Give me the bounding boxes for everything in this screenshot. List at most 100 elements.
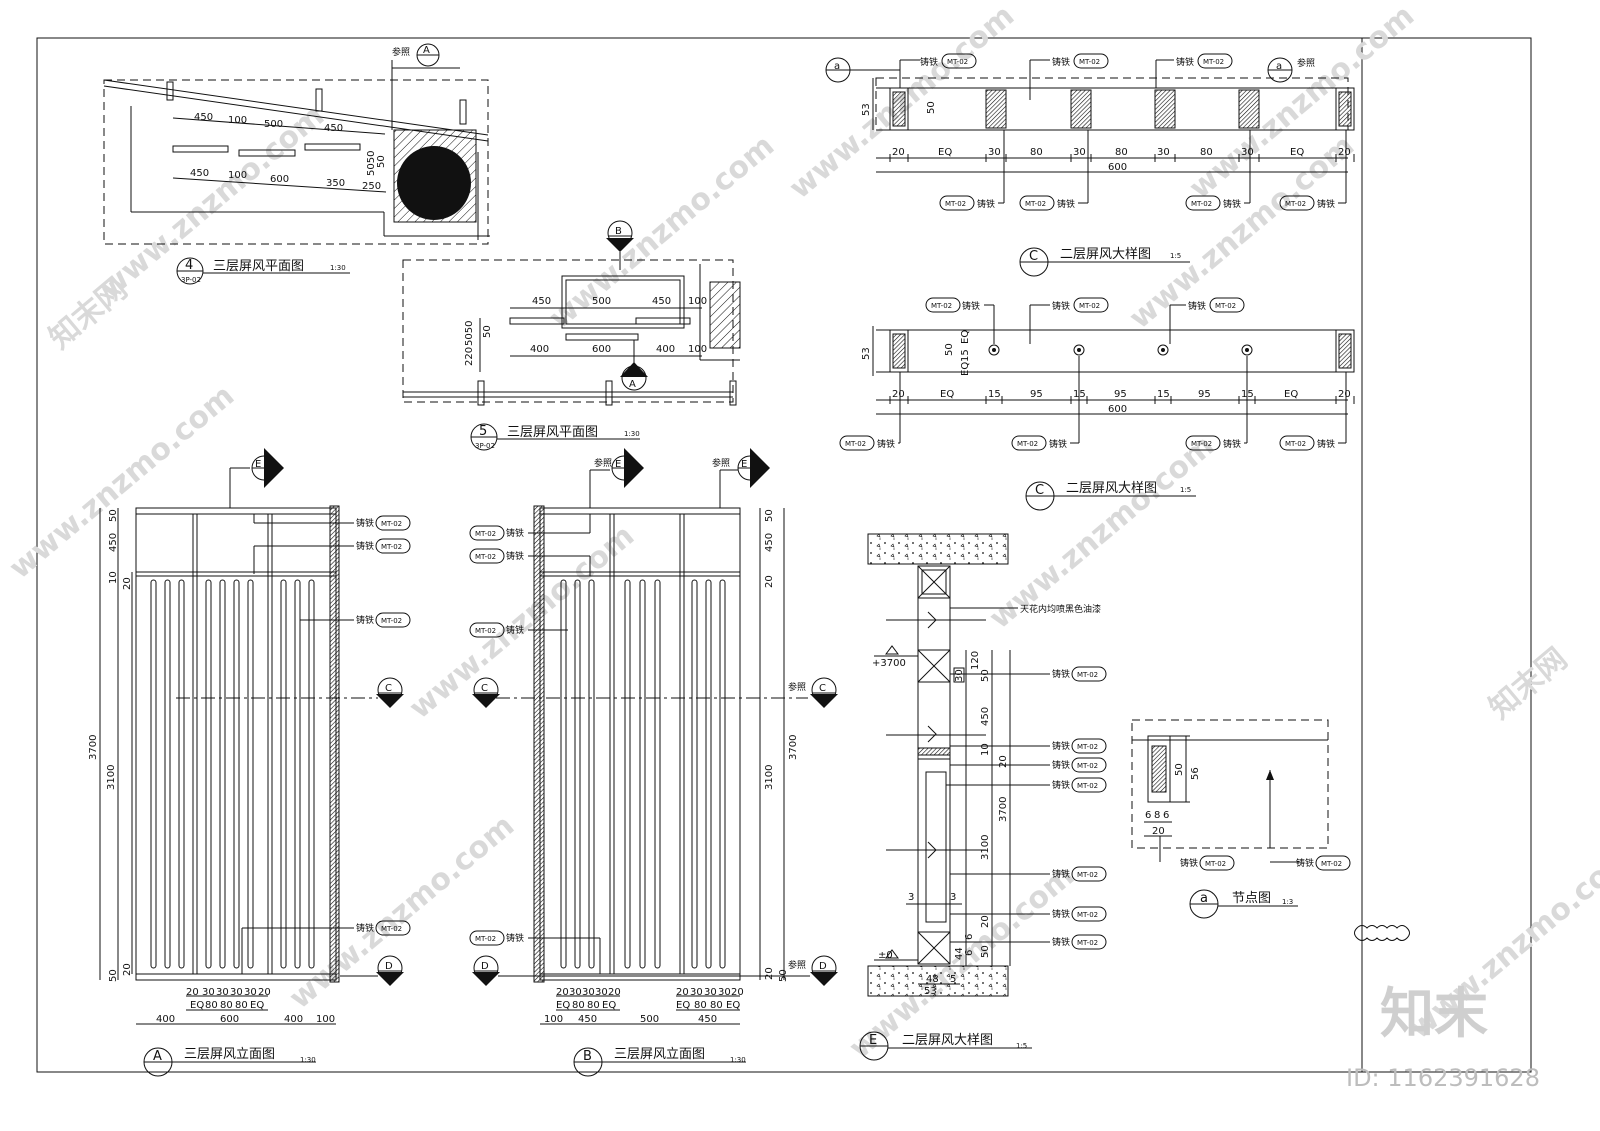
svg-text:30: 30 xyxy=(582,987,595,998)
svg-text:450: 450 xyxy=(194,112,213,123)
svg-text:E: E xyxy=(869,1033,877,1048)
svg-text:220: 220 xyxy=(464,347,475,366)
svg-text:A: A xyxy=(629,379,636,390)
svg-text:56: 56 xyxy=(1190,767,1201,780)
svg-text:MT-02: MT-02 xyxy=(1191,200,1212,208)
svg-text:1:30: 1:30 xyxy=(300,1056,316,1064)
svg-text:MT-02: MT-02 xyxy=(1077,939,1098,947)
svg-text:400: 400 xyxy=(530,344,549,355)
svg-text:100: 100 xyxy=(316,1014,335,1025)
svg-text:MT-02: MT-02 xyxy=(845,440,866,448)
svg-text:3700: 3700 xyxy=(998,797,1009,822)
svg-text:30: 30 xyxy=(230,987,243,998)
svg-text:95: 95 xyxy=(1198,389,1211,400)
svg-text:铸铁: 铸铁 xyxy=(1052,779,1070,791)
svg-text:20: 20 xyxy=(258,987,271,998)
svg-text:MT-02: MT-02 xyxy=(1079,58,1100,66)
svg-text:MT-02: MT-02 xyxy=(1025,200,1046,208)
elevation-b: 50 450 20 3700 3100 20 50 20 30 30 30 20… xyxy=(469,448,838,1077)
svg-text:20: 20 xyxy=(998,755,1009,768)
svg-text:50: 50 xyxy=(980,669,991,682)
svg-text:MT-02: MT-02 xyxy=(1285,200,1306,208)
svg-text:20: 20 xyxy=(731,987,744,998)
svg-text:1:30: 1:30 xyxy=(624,430,640,438)
svg-text:参照: 参照 xyxy=(788,681,806,693)
svg-text:E: E xyxy=(255,459,261,470)
svg-text:450: 450 xyxy=(578,1014,597,1025)
svg-text:知末网: 知末网 xyxy=(1483,641,1574,726)
svg-text:EQ: EQ xyxy=(556,1000,570,1011)
svg-text:MT-02: MT-02 xyxy=(381,543,402,551)
tags-c1-bottom: MT-02 铸铁 MT-02 铸铁 MT-02 铸铁 MT-02 铸铁 xyxy=(939,130,1347,211)
tags-c2-bottom: MT-02 铸铁 MT-02 铸铁 MT-02 铸铁 MT-02 铸铁 xyxy=(839,356,1347,451)
svg-text:20: 20 xyxy=(764,575,775,588)
svg-text:20: 20 xyxy=(556,987,569,998)
svg-text:铸铁: 铸铁 xyxy=(356,517,374,529)
svg-text:MT-02: MT-02 xyxy=(1077,671,1098,679)
svg-text:铸铁: 铸铁 xyxy=(962,300,980,312)
detail-c-top: 20 EQ 30 80 30 80 30 80 30 EQ 20 600 53 … xyxy=(825,53,1355,277)
svg-text:20: 20 xyxy=(1152,826,1165,837)
svg-text:100: 100 xyxy=(228,115,247,126)
svg-text:三层屏风平面图: 三层屏风平面图 xyxy=(507,425,598,440)
svg-text:50: 50 xyxy=(944,343,955,356)
svg-text:铸铁: 铸铁 xyxy=(1317,198,1335,210)
svg-text:E: E xyxy=(741,459,747,470)
svg-text:8: 8 xyxy=(1154,810,1160,821)
tags-c2-top: MT-02 铸铁 铸铁 MT-02 铸铁 MT-02 xyxy=(925,297,1245,344)
svg-text:MT-02: MT-02 xyxy=(1215,302,1236,310)
svg-text:20: 20 xyxy=(1338,147,1351,158)
svg-text:铸铁: 铸铁 xyxy=(1052,868,1070,880)
detail-e: 天花内均喷黑色油漆 +3700 ±0 30 120 50 450 10 20 3… xyxy=(859,533,1107,1061)
svg-text:80: 80 xyxy=(1115,147,1128,158)
svg-text:三层屏风立面图: 三层屏风立面图 xyxy=(614,1047,705,1062)
svg-text:B: B xyxy=(583,1049,592,1064)
svg-text:MT-02: MT-02 xyxy=(1077,911,1098,919)
svg-text:5050: 5050 xyxy=(464,321,475,346)
svg-text:参照: 参照 xyxy=(788,959,806,971)
svg-text:20: 20 xyxy=(608,987,621,998)
svg-text:5050: 5050 xyxy=(366,151,377,176)
detail-e-tags: 铸铁 MT-02 铸铁 MT-02 铸铁 MT-02 铸铁 MT-02 铸铁 M… xyxy=(946,666,1107,950)
detail-c-bottom: 20 EQ 15 95 15 95 15 95 15 EQ 20 600 53 … xyxy=(839,297,1355,511)
svg-text:铸铁: 铸铁 xyxy=(356,540,374,552)
svg-text:二层屏风大样图: 二层屏风大样图 xyxy=(1060,247,1151,262)
svg-text:100: 100 xyxy=(688,296,707,307)
svg-text:MT-02: MT-02 xyxy=(381,520,402,528)
plan-4: 450 100 500 450 450 100 600 350 250 5050… xyxy=(103,43,490,285)
svg-text:a: a xyxy=(1200,891,1208,906)
svg-text:30: 30 xyxy=(595,987,608,998)
svg-text:+3700: +3700 xyxy=(872,658,906,669)
svg-text:400: 400 xyxy=(156,1014,175,1025)
svg-text:MT-02: MT-02 xyxy=(1077,782,1098,790)
svg-text:3100: 3100 xyxy=(764,765,775,790)
tags-c1-top: 铸铁 MT-02 铸铁 MT-02 铸铁 MT-02 xyxy=(899,53,1233,100)
svg-text:铸铁: 铸铁 xyxy=(1052,300,1070,312)
svg-text:250: 250 xyxy=(362,181,381,192)
svg-text:铸铁: 铸铁 xyxy=(506,624,524,636)
svg-text:MT-02: MT-02 xyxy=(1077,743,1098,751)
svg-text:三层屏风立面图: 三层屏风立面图 xyxy=(184,1047,275,1062)
svg-text:50: 50 xyxy=(482,325,493,338)
svg-text:400: 400 xyxy=(656,344,675,355)
svg-text:30: 30 xyxy=(1157,147,1170,158)
svg-text:C: C xyxy=(819,683,826,694)
svg-text:MT-02: MT-02 xyxy=(475,935,496,943)
svg-text:MT-02: MT-02 xyxy=(945,200,966,208)
svg-text:EQ: EQ xyxy=(602,1000,616,1011)
tick-marks-c2 xyxy=(889,396,1355,404)
svg-text:E: E xyxy=(615,459,621,470)
svg-text:MT-02: MT-02 xyxy=(475,627,496,635)
svg-text:20: 20 xyxy=(980,915,991,928)
svg-text:EQ: EQ xyxy=(938,147,952,158)
svg-text:450: 450 xyxy=(108,533,119,552)
svg-text:30: 30 xyxy=(1073,147,1086,158)
svg-text:5: 5 xyxy=(950,974,956,985)
svg-text:铸铁: 铸铁 xyxy=(1049,438,1067,450)
svg-text:铸铁: 铸铁 xyxy=(1052,740,1070,752)
svg-text:120: 120 xyxy=(970,651,981,670)
svg-text:A: A xyxy=(153,1049,162,1064)
svg-text:MT-02: MT-02 xyxy=(381,925,402,933)
elevation-a: 50 450 10 20 3700 3100 50 20 20 30 30 30… xyxy=(88,448,411,1077)
